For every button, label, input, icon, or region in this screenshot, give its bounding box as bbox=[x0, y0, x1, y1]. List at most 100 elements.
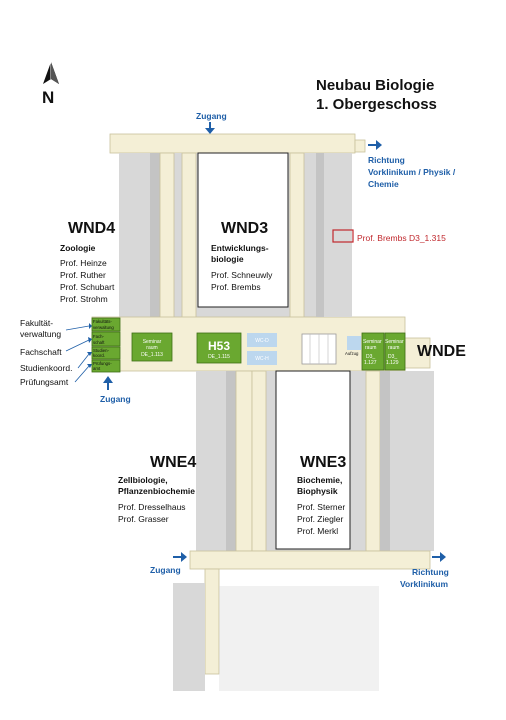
room-aufzug bbox=[347, 336, 361, 350]
room-aufzug-label: Aufzug bbox=[345, 351, 359, 356]
wing-wne4-dept-2: Pflanzenbiochemie bbox=[118, 486, 195, 496]
corridor-wnd3-right bbox=[289, 152, 305, 333]
small-room-label-studien-2: koord. bbox=[93, 353, 105, 358]
small-rooms-left: Fakultäts- verwaltung Fach- schaft Studi… bbox=[91, 317, 121, 373]
wing-wnd3-dept-2: biologie bbox=[211, 254, 244, 264]
wing-wnd4-prof-2: Prof. Ruther bbox=[60, 270, 106, 280]
wing-wnd4-prof-4: Prof. Strohm bbox=[60, 294, 108, 304]
office-brembs-highlight bbox=[332, 229, 354, 243]
wing-wne3-east bbox=[390, 371, 434, 551]
legend-studienkoord: Studienkoord. bbox=[20, 363, 72, 373]
room-h53-code: DE_1.115 bbox=[208, 354, 230, 360]
room-wc-h-label: WC-H bbox=[255, 356, 269, 362]
legend-pointer-icons bbox=[65, 323, 92, 383]
wing-wne4-dept-1: Zellbiologie, bbox=[118, 475, 168, 485]
entrance-bottom-label: Zugang bbox=[150, 565, 181, 575]
direction-bottom-line1: Richtung bbox=[412, 567, 449, 577]
corridor-middle-right bbox=[404, 337, 431, 369]
corridor-top bbox=[109, 133, 356, 154]
corridor-wnd3-left bbox=[181, 152, 197, 333]
room-seminar-de-1113-name1: Seminar bbox=[143, 339, 162, 345]
corridor-wne3-left bbox=[251, 370, 267, 552]
room-h53-name: H53 bbox=[208, 339, 230, 353]
room-seminar-d3-1129-name1: Seminar bbox=[385, 339, 404, 345]
room-seminar-d3-1129-code2: 1.129 bbox=[386, 360, 399, 366]
wing-wne3-prof-3: Prof. Merkl bbox=[297, 526, 338, 536]
wing-wne3-name: WNE3 bbox=[300, 454, 346, 471]
room-seminar-de-1113 bbox=[131, 332, 173, 362]
room-seminar-d3-1127-code2: 1.127 bbox=[364, 360, 377, 366]
stairs-icon bbox=[301, 333, 337, 365]
wing-wne4-prof-2: Prof. Grasser bbox=[118, 514, 169, 524]
small-room-label-pruefung-2: amt bbox=[93, 366, 101, 371]
wing-wne3-prof-1: Prof. Sterner bbox=[297, 502, 345, 512]
corridor-wne4 bbox=[235, 370, 253, 552]
wing-wnd4-stripe bbox=[150, 153, 160, 332]
small-room-label-studien-1: Studien- bbox=[93, 348, 110, 353]
direction-top-arrow-icon bbox=[368, 140, 382, 150]
entrance-left-label: Zugang bbox=[100, 394, 131, 404]
direction-top-line2: Vorklinikum / Physik / bbox=[368, 167, 456, 177]
room-h53 bbox=[196, 332, 242, 364]
wing-wne3-dept-1: Biochemie, bbox=[297, 475, 342, 485]
north-arrow-icon bbox=[43, 62, 59, 84]
wing-wnde-name: WNDE bbox=[417, 343, 466, 360]
small-room-label-fachschaft-2: schaft bbox=[93, 340, 105, 345]
courtyard-wne3 bbox=[275, 370, 351, 550]
corridor-top-stub-right bbox=[354, 139, 366, 153]
wing-wnd4-prof-1: Prof. Heinze bbox=[60, 258, 107, 268]
room-seminar-d3-1127-code1: D3_ bbox=[366, 354, 375, 360]
wing-wnd3-prof-1: Prof. Schneuwly bbox=[211, 270, 273, 280]
room-seminar-d3-1127 bbox=[361, 332, 385, 371]
wing-wnd4-name: WND4 bbox=[68, 220, 115, 237]
map-title-line2: 1. Obergeschoss bbox=[316, 96, 437, 113]
wing-wnd3-east-stripe bbox=[316, 153, 324, 317]
room-seminar-d3-1127-name2: raum bbox=[365, 345, 376, 351]
small-room-label-fakultaet-1: Fakultäts- bbox=[93, 319, 112, 324]
legend-fakultaet-2: verwaltung bbox=[20, 329, 61, 339]
small-room-label-fachschaft-1: Fach- bbox=[93, 334, 105, 339]
room-wc-d bbox=[247, 333, 277, 347]
building-south-right bbox=[219, 586, 379, 691]
entrance-top-arrow-icon bbox=[205, 122, 215, 134]
wing-wnd3-dept-1: Entwicklungs- bbox=[211, 243, 269, 253]
wing-wnd4-prof-3: Prof. Schubart bbox=[60, 282, 115, 292]
room-seminar-d3-1129-name2: raum bbox=[388, 345, 399, 351]
direction-top-line3: Chemie bbox=[368, 179, 399, 189]
legend-pruefungsamt: Prüfungsamt bbox=[20, 377, 69, 387]
corridor-south-link bbox=[204, 568, 220, 675]
direction-top-line1: Richtung bbox=[368, 155, 405, 165]
wing-wnd4-dept: Zoologie bbox=[60, 243, 96, 253]
wing-wne4-stripe bbox=[226, 371, 236, 551]
room-seminar-d3-1129 bbox=[384, 332, 406, 371]
wing-wne4-name: WNE4 bbox=[150, 454, 196, 471]
entrance-top-label: Zugang bbox=[196, 111, 227, 121]
direction-bottom-line2: Vorklinikum bbox=[400, 579, 448, 589]
wing-wne3-stripe bbox=[380, 371, 390, 551]
direction-bottom-arrow-icon bbox=[432, 552, 446, 562]
room-seminar-d3-1127-name1: Seminar bbox=[363, 339, 382, 345]
small-room-label-fakultaet-2: verwaltung bbox=[93, 325, 114, 330]
building-south-left bbox=[173, 583, 205, 691]
wing-wne3-prof-2: Prof. Ziegler bbox=[297, 514, 343, 524]
entrance-left-arrow-icon bbox=[103, 376, 113, 390]
small-room-label-pruefung-1: Prüfungs- bbox=[93, 361, 112, 366]
legend-fakultaet-1: Fakultät- bbox=[20, 318, 53, 328]
map-title-line1: Neubau Biologie bbox=[316, 77, 434, 94]
room-wc-h bbox=[247, 351, 277, 365]
north-label: N bbox=[42, 88, 54, 107]
room-seminar-de-1113-code: DE_1.113 bbox=[141, 352, 163, 358]
room-seminar-d3-1129-code1: D3_ bbox=[388, 354, 397, 360]
corridor-bottom bbox=[189, 550, 431, 570]
legend-fachschaft: Fachschaft bbox=[20, 347, 62, 357]
wing-wne3-dept-2: Biophysik bbox=[297, 486, 338, 496]
corridor-wnd4 bbox=[159, 152, 175, 333]
corridor-wne3-right bbox=[365, 370, 381, 552]
office-brembs-label: Prof. Brembs D3_1.315 bbox=[357, 233, 446, 243]
courtyard-wnd3 bbox=[197, 152, 289, 308]
wing-wnd3-prof-2: Prof. Brembs bbox=[211, 282, 261, 292]
wing-wne4-prof-1: Prof. Dresselhaus bbox=[118, 502, 186, 512]
room-wc-d-label: WC-D bbox=[255, 338, 269, 344]
wing-wnd3-name: WND3 bbox=[221, 220, 268, 237]
